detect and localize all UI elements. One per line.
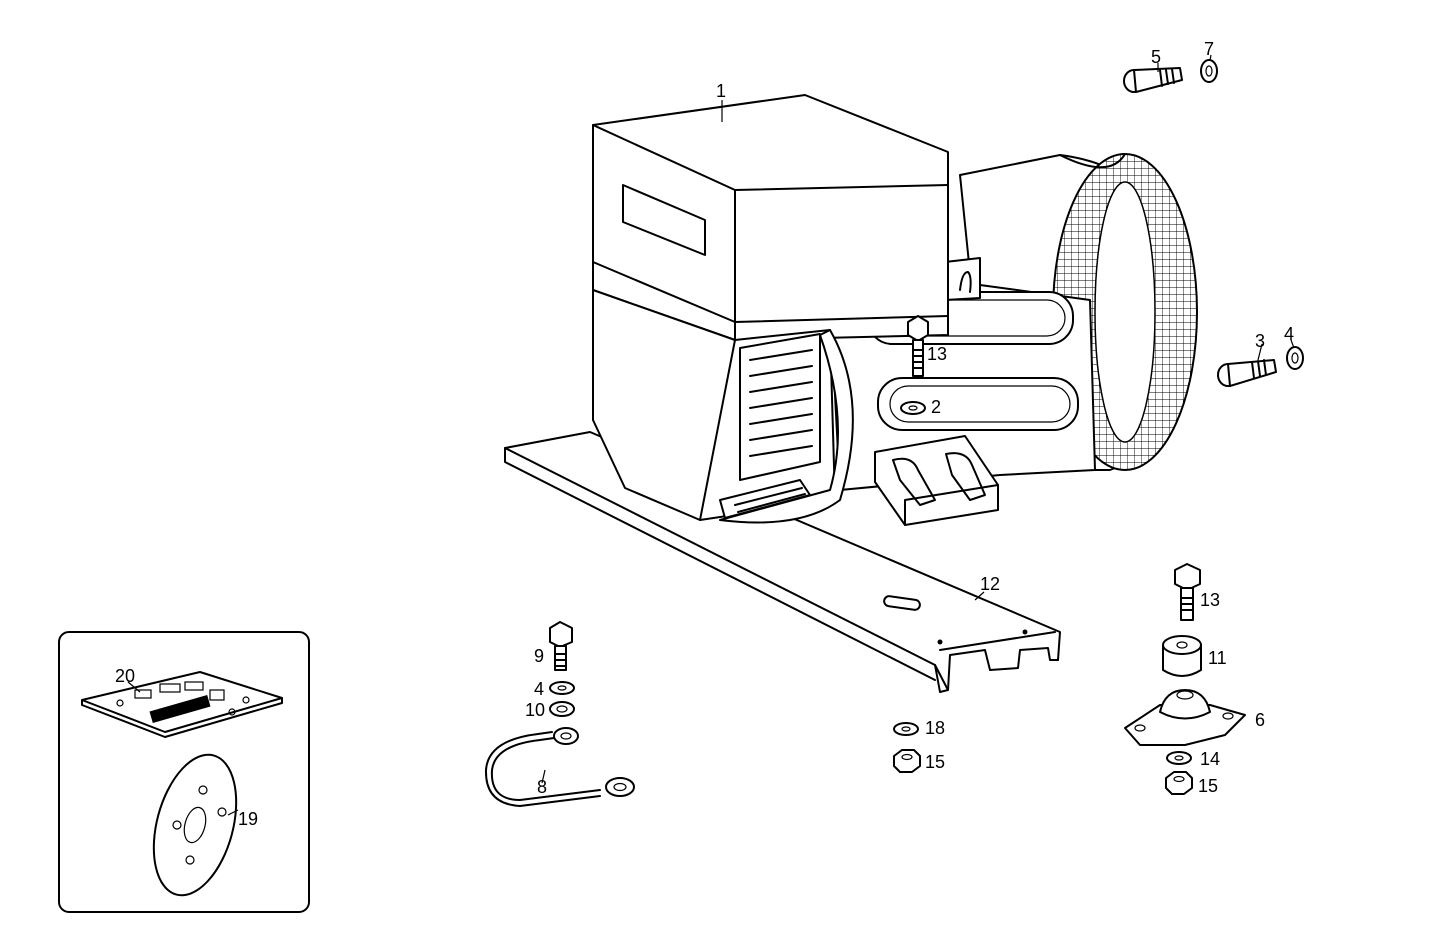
part-label: 12 [980, 574, 1000, 594]
frame-bolt [907, 315, 929, 377]
inset-panel [58, 631, 310, 913]
part-label: 19 [238, 809, 258, 829]
part-label: 15 [1198, 776, 1218, 796]
part-label: 20 [115, 666, 135, 686]
part-label: 15 [925, 752, 945, 772]
part-label: 9 [534, 646, 544, 666]
mounting-disc [152, 753, 238, 897]
part-labels: 1 2 3 4 4 5 6 7 8 9 10 11 12 13 13 14 15… [115, 39, 1294, 829]
washer-7 [1200, 59, 1218, 83]
bolt-5 [1123, 67, 1183, 93]
frame-washer [900, 401, 926, 415]
part-label: 14 [1200, 749, 1220, 769]
part-label: 5 [1151, 47, 1161, 67]
mounting-foot [874, 435, 999, 526]
washer-4-top [1286, 346, 1304, 370]
end-shield [719, 329, 854, 524]
bolt-3 [1217, 359, 1277, 387]
washer-18 [893, 722, 919, 736]
washer-14 [1166, 751, 1192, 765]
bolt-9 [549, 621, 573, 671]
part-label: 11 [1208, 648, 1227, 668]
part-label: 13 [927, 344, 947, 364]
part-label: 1 [716, 81, 726, 101]
washer-10 [549, 701, 575, 717]
part-label: 6 [1255, 710, 1265, 730]
part-label: 18 [925, 718, 945, 738]
leader-lines [127, 54, 1295, 816]
alternator-assembly [504, 94, 1198, 693]
part-label: 4 [534, 679, 544, 699]
part-label: 10 [525, 700, 545, 720]
nut-15-center [893, 749, 921, 773]
ground-cable-8 [484, 727, 635, 807]
part-label: 7 [1204, 39, 1214, 59]
bolt-13-bottom [1174, 563, 1201, 621]
circuit-board [81, 671, 283, 738]
part-label: 2 [931, 397, 941, 417]
spacer-11 [1162, 635, 1202, 677]
louver-grille [719, 333, 821, 519]
nut-15-right [1165, 771, 1193, 795]
anti-vibration-mount-6 [1124, 689, 1246, 746]
part-label: 4 [1284, 324, 1294, 344]
part-label: 13 [1200, 590, 1220, 610]
washer-4-bottom [549, 681, 575, 695]
part-label: 3 [1255, 331, 1265, 351]
part-label: 8 [537, 777, 547, 797]
